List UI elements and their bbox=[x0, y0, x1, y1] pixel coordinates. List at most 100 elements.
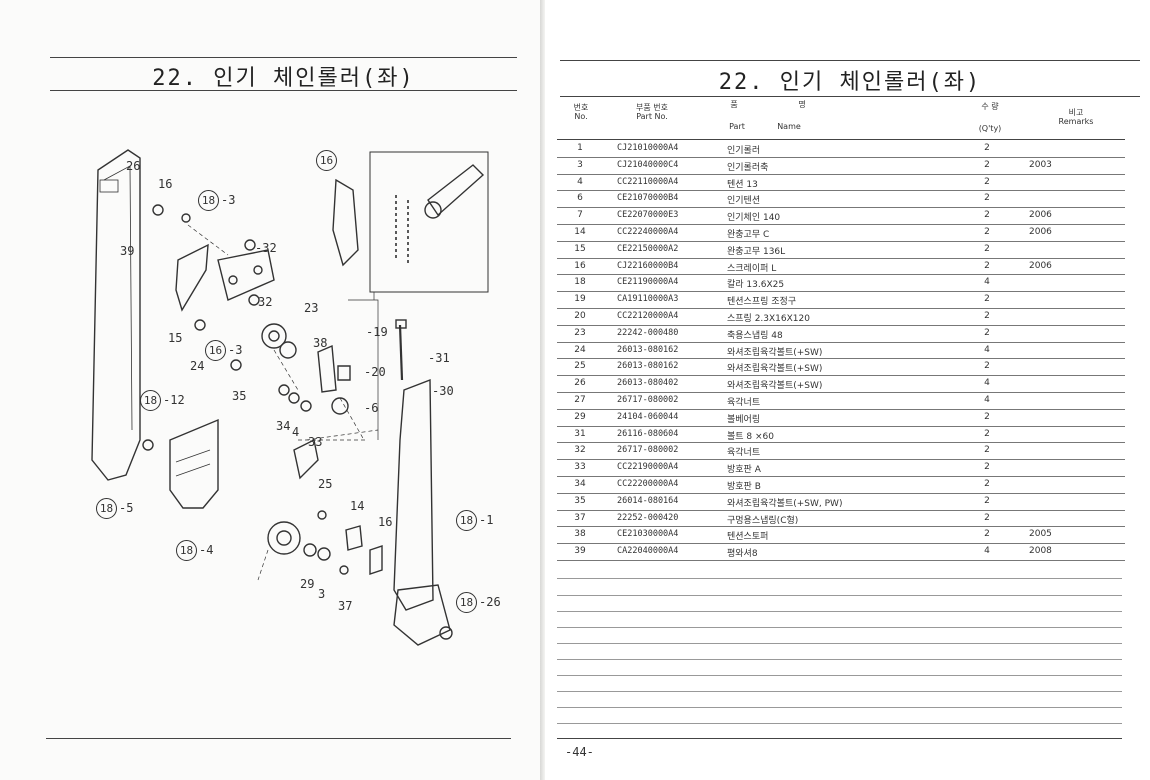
callout-18-12: 18-12 bbox=[140, 390, 185, 411]
row-part-number: 26013-080162 bbox=[617, 361, 679, 372]
row-rule bbox=[557, 308, 1125, 309]
left-page-bottom-rule bbox=[46, 738, 511, 739]
row-part-number: CE21190000A4 bbox=[617, 277, 679, 288]
row-part-number: 26013-080162 bbox=[617, 344, 679, 355]
row-part-number: 26717-080002 bbox=[617, 395, 679, 405]
row-rule bbox=[557, 476, 1125, 477]
row-number: 34 bbox=[574, 479, 586, 489]
row-part-number: CA19110000A3 bbox=[617, 294, 679, 305]
row-part-name: 볼트 8 ×60 bbox=[727, 431, 775, 442]
callout-38: 38 bbox=[313, 336, 328, 350]
right-title-top-rule bbox=[560, 60, 1140, 61]
row-quantity: 4 bbox=[984, 395, 990, 405]
row-quantity: 2 bbox=[984, 243, 990, 254]
row-quantity: 2 bbox=[984, 479, 990, 489]
header-name-en1: Part bbox=[729, 122, 745, 131]
callout-4: 4 bbox=[292, 425, 300, 439]
row-number: 19 bbox=[574, 294, 586, 305]
row-part-name: 방호판 A bbox=[727, 465, 761, 476]
row-number: 15 bbox=[574, 243, 586, 254]
row-part-name: 완충고무 136L bbox=[727, 246, 786, 257]
row-part-name: 텐션스프링 조정구 bbox=[727, 297, 797, 308]
row-part-name: 인기텐션 bbox=[727, 196, 761, 207]
row-quantity: 2 bbox=[984, 445, 990, 456]
row-number: 25 bbox=[574, 361, 586, 372]
chain-roller-upper bbox=[332, 178, 359, 267]
row-rule bbox=[557, 274, 1125, 276]
row-remarks: 2008 bbox=[1029, 546, 1052, 557]
callout-14: 14 bbox=[350, 499, 365, 513]
row-rule bbox=[557, 257, 1125, 259]
row-quantity: 2 bbox=[984, 294, 990, 305]
row-number: 38 bbox=[574, 529, 586, 540]
callout-18-1: 18-1 bbox=[456, 510, 493, 531]
row-quantity: 4 bbox=[984, 344, 990, 355]
callout-16-top: 16 bbox=[316, 150, 339, 171]
callout-3: 3 bbox=[318, 587, 326, 601]
tension-arm bbox=[293, 438, 319, 480]
chain-arm bbox=[427, 164, 485, 217]
row-part-name: 와셔조립육각볼트(+SW, PW) bbox=[727, 498, 843, 509]
tension-block bbox=[317, 344, 337, 393]
row-part-number: 22242-000480 bbox=[617, 327, 679, 338]
row-number: 32 bbox=[574, 445, 586, 456]
row-quantity: 4 bbox=[984, 378, 990, 389]
row-number: 16 bbox=[574, 260, 586, 271]
chain-detail-box bbox=[369, 151, 489, 293]
row-quantity: 2 bbox=[984, 512, 990, 523]
row-quantity: 2 bbox=[984, 428, 990, 439]
cushion-rubber bbox=[345, 525, 363, 551]
row-part-name: 와셔조립육각볼트(+SW) bbox=[727, 381, 823, 392]
header-name-kr2: 명 bbox=[798, 100, 806, 109]
callout-29: 29 bbox=[300, 577, 315, 591]
bracket bbox=[217, 249, 275, 301]
row-quantity: 2 bbox=[984, 361, 990, 372]
row-part-number: 26014-080164 bbox=[617, 495, 679, 506]
callout-23: 23 bbox=[304, 301, 319, 315]
page-fold bbox=[540, 0, 545, 780]
callout-19: -19 bbox=[366, 325, 388, 339]
row-part-name: 육각너트 bbox=[727, 398, 761, 408]
row-quantity: 4 bbox=[984, 277, 990, 288]
row-quantity: 2 bbox=[984, 143, 990, 153]
row-part-number: CC22240000A4 bbox=[617, 227, 679, 237]
idler-roller-lower bbox=[267, 521, 301, 555]
row-rule bbox=[557, 375, 1125, 377]
callout-24: 24 bbox=[190, 359, 205, 373]
callout-20: -20 bbox=[364, 365, 386, 379]
row-remarks: 2003 bbox=[1029, 159, 1052, 170]
row-quantity: 2 bbox=[984, 176, 990, 187]
row-number: 20 bbox=[574, 311, 586, 321]
row-part-number: 26013-080402 bbox=[617, 378, 679, 389]
row-number: 6 bbox=[577, 193, 583, 204]
left-page: 22. 인기 체인롤러(좌) bbox=[0, 0, 540, 780]
row-part-name: 구멍용스냅링(C형) bbox=[727, 515, 799, 526]
row-quantity: 2 bbox=[984, 311, 990, 321]
tension-nut bbox=[331, 397, 349, 415]
row-part-number: CE21070000B4 bbox=[617, 193, 679, 204]
row-part-number: 26116-080604 bbox=[617, 428, 679, 439]
row-rule bbox=[557, 392, 1125, 393]
callout-18-5: 18-5 bbox=[96, 498, 133, 519]
callout-31: -31 bbox=[428, 351, 450, 365]
row-remarks: 2006 bbox=[1029, 227, 1052, 237]
row-quantity: 2 bbox=[984, 260, 990, 271]
right-page-title: 22. 인기 체인롤러(좌) bbox=[718, 70, 982, 95]
row-part-name: 평와셔8 bbox=[727, 549, 758, 560]
row-quantity: 2 bbox=[984, 529, 990, 540]
row-part-name: 인기롤러축 bbox=[727, 162, 769, 173]
callout-16: 16 bbox=[158, 177, 173, 191]
